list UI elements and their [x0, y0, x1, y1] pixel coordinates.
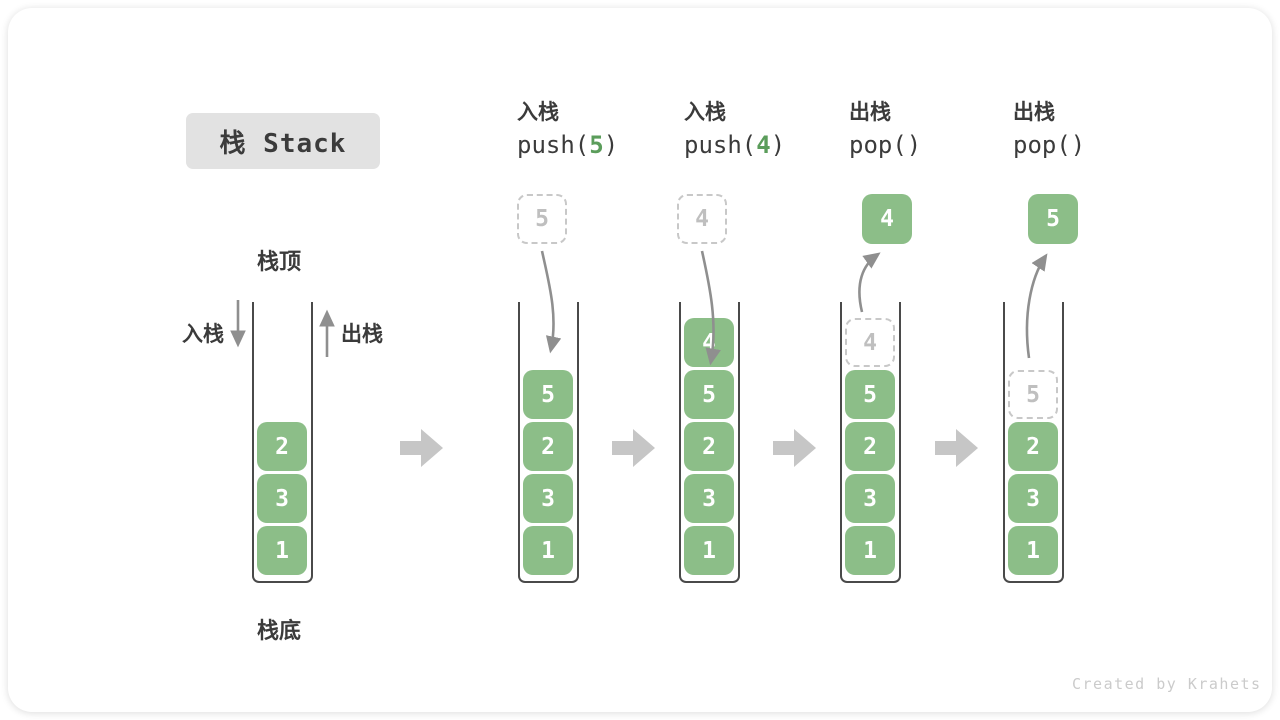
stack-block: 5 — [523, 370, 573, 419]
code-arg: 5 — [589, 131, 604, 159]
op-name: 出栈 — [1013, 100, 1055, 124]
op-code: pop() — [1013, 133, 1173, 157]
code-post: ) — [1070, 131, 1086, 159]
stack-bottom-label: 栈底 — [257, 619, 302, 644]
code-post: ) — [603, 131, 619, 159]
op-code: pop() — [849, 133, 1009, 157]
stack-block: 5 — [684, 370, 734, 419]
stack-block: 3 — [257, 474, 307, 523]
stack-state-after-push-4: 4 5 2 3 1 — [679, 302, 740, 583]
stack-block: 1 — [845, 526, 895, 575]
code-pre: pop( — [1013, 131, 1071, 159]
popped-block-4: 4 — [862, 194, 912, 244]
popped-block-5: 5 — [1028, 194, 1078, 244]
stack-block: 2 — [257, 422, 307, 471]
op-header-push-5: 入栈 push(5) — [517, 100, 677, 158]
watermark: Created by Krahets — [1072, 675, 1262, 693]
push-candidate-block-5: 5 — [517, 194, 567, 244]
op-code: push(4) — [684, 133, 844, 157]
code-post: ) — [770, 131, 786, 159]
op-header-push-4: 入栈 push(4) — [684, 100, 844, 158]
code-arg: 4 — [756, 131, 771, 159]
stack-block: 1 — [257, 526, 307, 575]
stack-block: 3 — [684, 474, 734, 523]
op-header-pop-4: 出栈 pop() — [849, 100, 1009, 158]
stack-block: 1 — [684, 526, 734, 575]
stack-block: 1 — [1008, 526, 1058, 575]
op-name: 入栈 — [517, 100, 559, 124]
diagram-title: 栈 Stack — [186, 113, 380, 169]
stack-block: 2 — [845, 422, 895, 471]
stack-ghost-block: 5 — [1008, 370, 1058, 419]
stack-block: 4 — [684, 318, 734, 367]
stack-top-label: 栈顶 — [257, 250, 302, 275]
code-pre: push( — [517, 131, 590, 159]
stack-state-after-pop-5: 5 2 3 1 — [1003, 302, 1064, 583]
code-pre: pop( — [849, 131, 907, 159]
op-name: 入栈 — [684, 100, 726, 124]
stack-block: 2 — [684, 422, 734, 471]
stack-state-after-push-5: 5 2 3 1 — [518, 302, 579, 583]
stack-block: 1 — [523, 526, 573, 575]
stack-state-initial: 2 3 1 — [252, 302, 313, 583]
push-direction-label: 入栈 — [182, 322, 224, 346]
code-post: ) — [906, 131, 922, 159]
stack-block: 3 — [523, 474, 573, 523]
stack-block: 3 — [1008, 474, 1058, 523]
stack-block: 2 — [1008, 422, 1058, 471]
code-pre: push( — [684, 131, 757, 159]
stack-block: 5 — [845, 370, 895, 419]
op-header-pop-5: 出栈 pop() — [1013, 100, 1173, 158]
stack-block: 2 — [523, 422, 573, 471]
op-code: push(5) — [517, 133, 677, 157]
pop-direction-label: 出栈 — [341, 322, 383, 346]
stack-state-after-pop-4: 4 5 2 3 1 — [840, 302, 901, 583]
op-name: 出栈 — [849, 100, 891, 124]
push-candidate-block-4: 4 — [677, 194, 727, 244]
stack-ghost-block: 4 — [845, 318, 895, 367]
stack-block: 3 — [845, 474, 895, 523]
